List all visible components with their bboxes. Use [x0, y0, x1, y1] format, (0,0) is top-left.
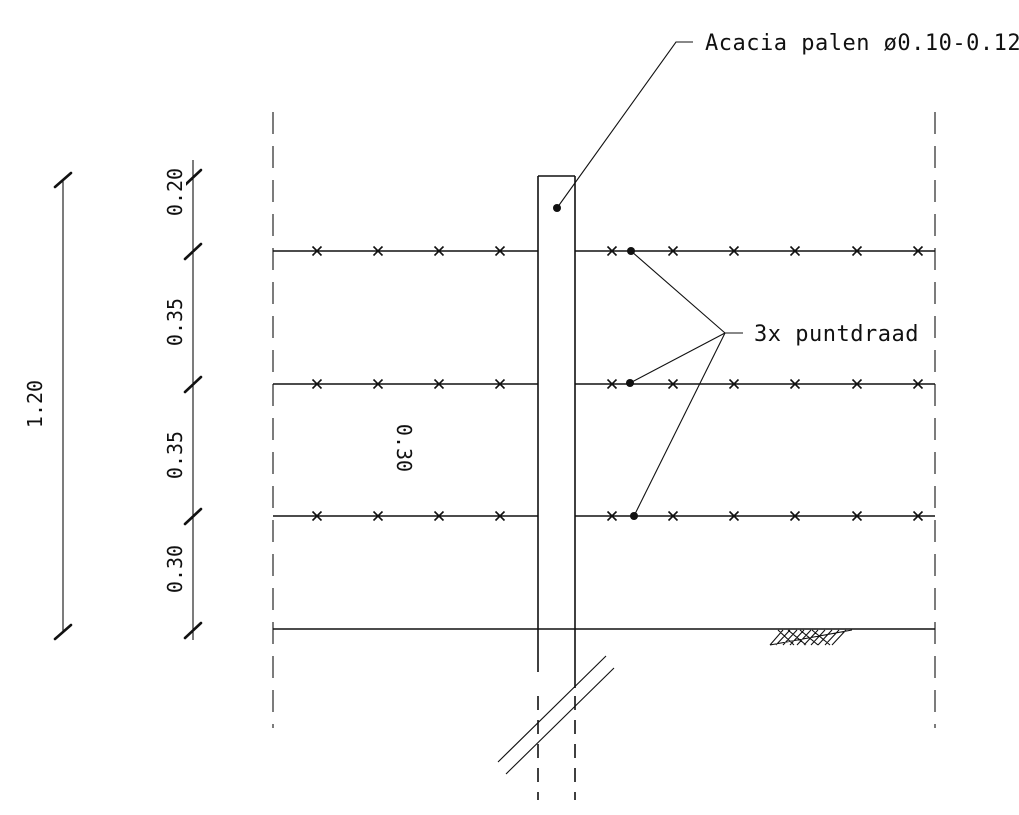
wire-leader-line-top [630, 250, 743, 334]
post-leader: Acacia palen ø0.10-0.12m [553, 31, 1019, 212]
barb-marker-w3-4 [494, 510, 506, 522]
acacia-post [497, 175, 615, 800]
barb-marker-w1-7 [728, 245, 740, 257]
barb-marker-w3-2 [372, 510, 384, 522]
barb-marker-w3-6 [667, 510, 679, 522]
wire-leader-line-middle [629, 332, 726, 384]
barbed-wires [273, 245, 935, 522]
barb-marker-w3-7 [728, 510, 740, 522]
barb-marker-w1-4 [494, 245, 506, 257]
dimension-seg-tick-2 [183, 375, 203, 394]
barb-marker-w3-10 [912, 510, 924, 522]
barb-marker-w2-2 [372, 378, 384, 390]
dimension-seg-tick-4 [183, 621, 203, 640]
wire-label: 3x puntdraad [754, 322, 919, 347]
dimension-total-tick-bottom [53, 623, 73, 641]
post-label: Acacia palen ø0.10-0.12m [705, 31, 1019, 56]
barb-marker-w2-1 [311, 378, 323, 390]
barb-marker-w1-1 [311, 245, 323, 257]
dimension-seg-top-bg [160, 168, 186, 220]
barb-markers [311, 245, 924, 522]
barb-marker-w3-5 [606, 510, 618, 522]
barb-marker-w2-10 [912, 378, 924, 390]
post-leader-line [556, 41, 693, 209]
barb-marker-w1-8 [789, 245, 801, 257]
barb-marker-w2-6 [667, 378, 679, 390]
barb-marker-w1-10 [912, 245, 924, 257]
wire-leader: 3x puntdraad [626, 247, 919, 520]
barb-marker-w2-4 [494, 378, 506, 390]
barb-marker-w1-6 [667, 245, 679, 257]
barb-marker-w1-9 [851, 245, 863, 257]
barb-marker-w3-9 [851, 510, 863, 522]
dimension-seg-3-label: 0.35 [163, 431, 187, 479]
barb-marker-w3-3 [433, 510, 445, 522]
wire-leader-line-bottom [633, 332, 726, 517]
break-symbol-line-1 [497, 655, 607, 763]
barb-marker-w2-5 [606, 378, 618, 390]
dimension-seg-tick-1 [183, 242, 203, 261]
barb-marker-w2-8 [789, 378, 801, 390]
barb-marker-w2-3 [433, 378, 445, 390]
dimension-seg-tick-3 [183, 507, 203, 526]
ground-hatch-symbol [769, 629, 853, 646]
barb-marker-w2-9 [851, 378, 863, 390]
post-embedment-label: 0.30 [392, 424, 416, 472]
barb-marker-w2-7 [728, 378, 740, 390]
barb-marker-w3-1 [311, 510, 323, 522]
break-symbol-line-2 [505, 667, 615, 775]
dimension-total: 1.20 [23, 171, 73, 641]
dimension-seg-2-label: 0.35 [163, 298, 187, 346]
barb-marker-w1-5 [606, 245, 618, 257]
dimension-total-tick-top [53, 171, 73, 189]
dimension-segments: 0.20 0.35 0.35 0.30 [160, 160, 203, 640]
dimension-seg-bottom-label: 0.30 [163, 545, 187, 593]
barb-marker-w3-8 [789, 510, 801, 522]
dimension-seg-tick-0 [183, 168, 203, 187]
dimension-total-label: 1.20 [23, 380, 47, 428]
barb-marker-w1-3 [433, 245, 445, 257]
dimension-seg-top-label: 0.20 [163, 168, 187, 216]
barb-marker-w1-2 [372, 245, 384, 257]
